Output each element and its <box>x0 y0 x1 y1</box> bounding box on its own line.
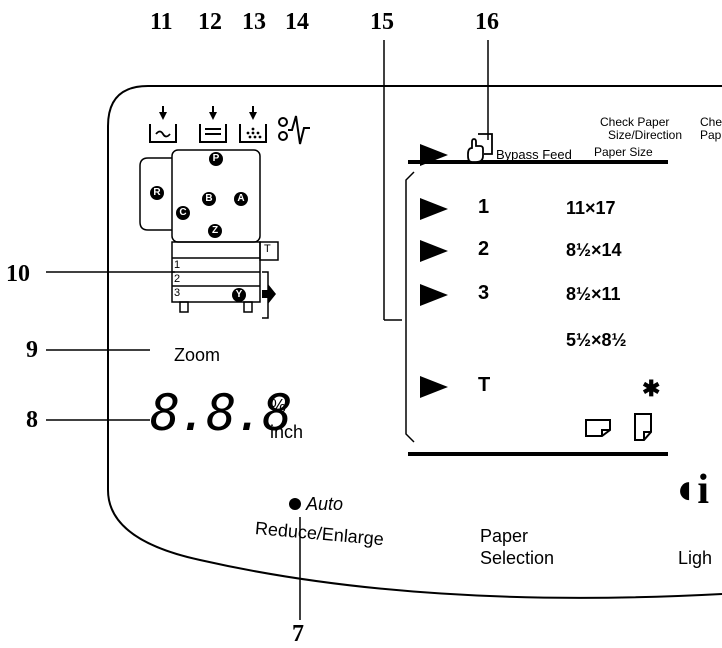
auto-indicator-lamp <box>289 498 301 510</box>
tray-rule-bottom <box>408 452 668 456</box>
bypass-indicator <box>420 144 448 166</box>
paper-selection-label-1[interactable]: Paper <box>480 526 529 546</box>
map-label-2: 2 <box>174 273 181 285</box>
trayT-indicator <box>420 376 448 398</box>
bypass-feed-label: Bypass Feed <box>496 147 572 162</box>
callout-13: 13 <box>242 9 266 35</box>
callout-11: 11 <box>150 9 173 35</box>
map-label-r: R <box>150 186 164 200</box>
check-paper-cut-2: Pap <box>700 128 722 142</box>
landscape-paper-icon <box>585 419 611 437</box>
auto-label: Auto <box>306 494 344 514</box>
tray-paper-size: 8½×11 <box>566 284 621 304</box>
paper-size-label: Paper Size <box>594 145 653 159</box>
callout-15: 15 <box>370 9 394 35</box>
add-paper-icon <box>199 106 227 143</box>
service-call-icon <box>278 115 310 145</box>
map-label-3: 3 <box>174 287 181 299</box>
tray-number-t: T <box>478 374 491 396</box>
map-label-z: Z <box>208 224 222 238</box>
paper-misfeed-icon <box>149 106 177 143</box>
tray-number-1: 1 <box>478 196 490 218</box>
callout-16: 16 <box>475 9 499 35</box>
tray-rule-top <box>408 160 668 164</box>
callout-12: 12 <box>198 9 222 35</box>
map-label-p: P <box>209 152 223 166</box>
portrait-paper-icon <box>634 413 652 441</box>
percent-unit: % <box>270 396 287 416</box>
density-icon: ◖i <box>672 467 710 513</box>
check-paper-cut-1: Che <box>700 115 722 129</box>
callout-9: 9 <box>26 337 38 363</box>
tray2-indicator <box>420 240 448 262</box>
callout-14: 14 <box>285 9 309 35</box>
zoom-label: Zoom <box>174 345 221 365</box>
callout-7: 7 <box>292 621 304 647</box>
map-label-y: Y <box>232 288 246 302</box>
callout-10: 10 <box>6 261 30 287</box>
lighter-label: Ligh <box>678 548 713 568</box>
tray1-indicator <box>420 198 448 220</box>
inch-unit: inch <box>270 422 304 442</box>
tray-paper-size: 11×17 <box>566 198 616 218</box>
add-toner-icon <box>239 106 267 143</box>
zoom-display: 8.8.8 <box>150 384 293 442</box>
tray-paper-size: 8½×14 <box>566 240 622 260</box>
panel-outline <box>107 85 722 599</box>
map-label-c: C <box>176 206 190 220</box>
tray-number-3: 3 <box>478 282 490 304</box>
check-paper-label-1: Check Paper <box>600 115 670 129</box>
bypass-hand-icon <box>467 133 493 163</box>
tray-bracket <box>405 171 415 443</box>
machine-paper-path-map <box>139 149 279 319</box>
tray-paper-size: 5½×8½ <box>566 330 627 350</box>
tray3-indicator <box>420 284 448 306</box>
tray-number-2: 2 <box>478 238 490 260</box>
special-paper-marker: ✱ <box>642 376 661 401</box>
callout-8: 8 <box>26 407 38 433</box>
check-paper-label-2: Size/Direction <box>608 128 683 142</box>
tray-indicator-triangles <box>420 144 448 398</box>
map-label-a: A <box>234 192 248 206</box>
paper-selection-label-2[interactable]: Selection <box>480 548 555 568</box>
map-label-t: T <box>264 243 271 255</box>
map-label-b: B <box>202 192 216 206</box>
map-label-1: 1 <box>174 259 181 271</box>
